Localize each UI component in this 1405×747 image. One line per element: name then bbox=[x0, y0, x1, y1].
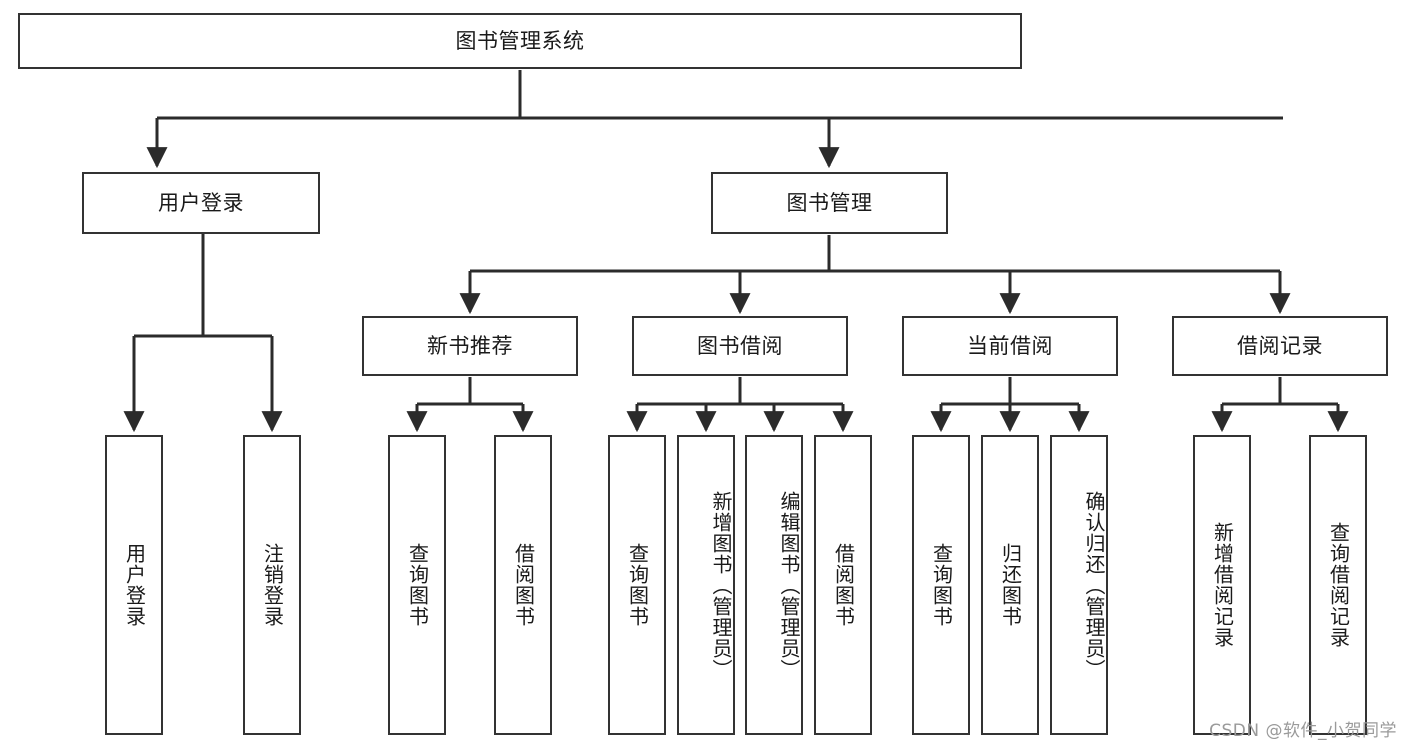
node-new-book-rec[interactable]: 新书推荐 bbox=[362, 316, 578, 376]
node-current-borrow[interactable]: 当前借阅 bbox=[902, 316, 1118, 376]
leaf-query-book-2-label: 查询图书 bbox=[625, 543, 650, 627]
leaf-add-book-label: 新增图书（管理员） bbox=[709, 490, 733, 680]
leaf-query-book-3[interactable]: 查询图书 bbox=[912, 435, 970, 735]
leaf-edit-book[interactable]: 编辑图书（管理员） bbox=[745, 435, 803, 735]
leaf-query-record-label: 查询借阅记录 bbox=[1326, 522, 1351, 648]
leaf-query-book-1[interactable]: 查询图书 bbox=[388, 435, 446, 735]
node-book-borrow[interactable]: 图书借阅 bbox=[632, 316, 848, 376]
leaf-edit-book-label: 编辑图书（管理员） bbox=[777, 490, 801, 680]
leaf-query-book-1-label: 查询图书 bbox=[405, 543, 430, 627]
leaf-borrow-book-2-label: 借阅图书 bbox=[831, 543, 856, 627]
node-user-login-label: 用户登录 bbox=[158, 190, 244, 215]
leaf-return-book[interactable]: 归还图书 bbox=[981, 435, 1039, 735]
node-borrow-record[interactable]: 借阅记录 bbox=[1172, 316, 1388, 376]
leaf-add-record-label: 新增借阅记录 bbox=[1210, 522, 1235, 648]
leaf-logout-label: 注销登录 bbox=[260, 543, 285, 627]
node-book-manage-label: 图书管理 bbox=[786, 190, 873, 215]
leaf-logout[interactable]: 注销登录 bbox=[243, 435, 301, 735]
leaf-query-record[interactable]: 查询借阅记录 bbox=[1309, 435, 1367, 735]
leaf-confirm-return-label: 确认归还（管理员） bbox=[1082, 490, 1106, 680]
leaf-add-book[interactable]: 新增图书（管理员） bbox=[677, 435, 735, 735]
leaf-query-book-3-label: 查询图书 bbox=[929, 543, 954, 627]
leaf-user-login-label: 用户登录 bbox=[122, 543, 147, 627]
leaf-confirm-return[interactable]: 确认归还（管理员） bbox=[1050, 435, 1108, 735]
node-borrow-record-label: 借阅记录 bbox=[1237, 333, 1323, 358]
leaf-user-login[interactable]: 用户登录 bbox=[105, 435, 163, 735]
leaf-add-record[interactable]: 新增借阅记录 bbox=[1193, 435, 1251, 735]
leaf-borrow-book-1[interactable]: 借阅图书 bbox=[494, 435, 552, 735]
leaf-borrow-book-1-label: 借阅图书 bbox=[511, 543, 536, 627]
node-book-manage[interactable]: 图书管理 bbox=[711, 172, 948, 234]
node-user-login[interactable]: 用户登录 bbox=[82, 172, 320, 234]
node-book-borrow-label: 图书借阅 bbox=[697, 333, 783, 358]
node-root-label: 图书管理系统 bbox=[455, 28, 585, 53]
leaf-borrow-book-2[interactable]: 借阅图书 bbox=[814, 435, 872, 735]
leaf-return-book-label: 归还图书 bbox=[998, 543, 1023, 627]
csdn-watermark: CSDN @软件_小贺同学 bbox=[1209, 721, 1397, 741]
node-root[interactable]: 图书管理系统 bbox=[18, 13, 1022, 69]
node-new-book-rec-label: 新书推荐 bbox=[427, 333, 513, 358]
node-current-borrow-label: 当前借阅 bbox=[967, 333, 1053, 358]
leaf-query-book-2[interactable]: 查询图书 bbox=[608, 435, 666, 735]
